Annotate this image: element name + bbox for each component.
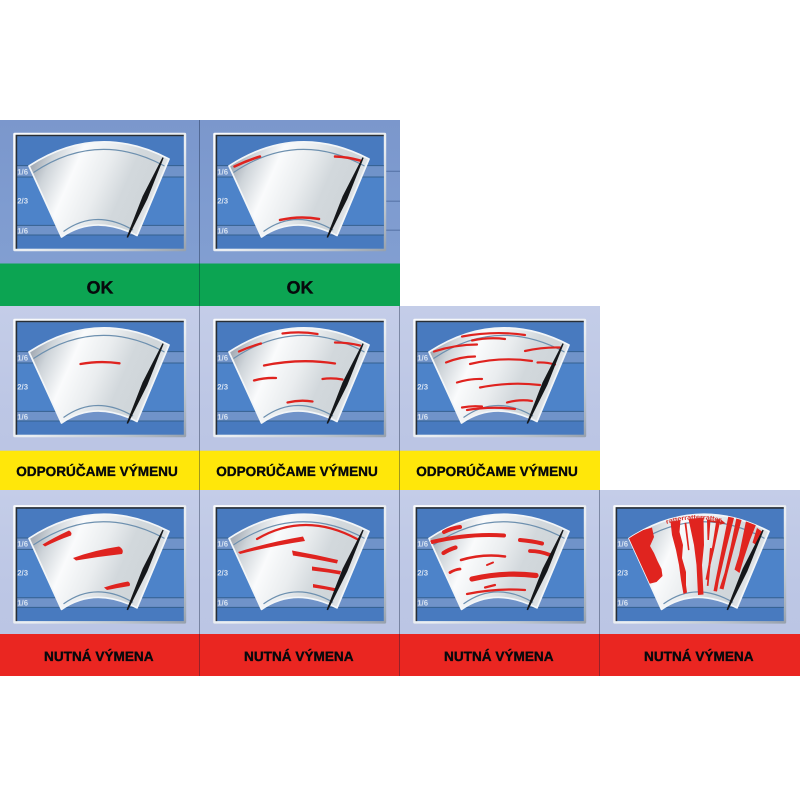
svg-text:NUTNÁ VÝMENA: NUTNÁ VÝMENA (44, 648, 154, 664)
svg-text:NUTNÁ VÝMENA: NUTNÁ VÝMENA (644, 648, 754, 664)
svg-text:NUTNÁ VÝMENA: NUTNÁ VÝMENA (244, 648, 354, 664)
svg-text:ODPORÚČAME VÝMENU: ODPORÚČAME VÝMENU (16, 463, 178, 479)
svg-text:ODPORÚČAME VÝMENU: ODPORÚČAME VÝMENU (416, 463, 578, 479)
svg-text:NUTNÁ VÝMENA: NUTNÁ VÝMENA (444, 648, 554, 664)
svg-text:OK: OK (87, 277, 114, 297)
svg-text:ratterratterratter: ratterratterratter (665, 514, 723, 526)
svg-text:OK: OK (287, 277, 314, 297)
svg-text:ODPORÚČAME VÝMENU: ODPORÚČAME VÝMENU (216, 463, 378, 479)
